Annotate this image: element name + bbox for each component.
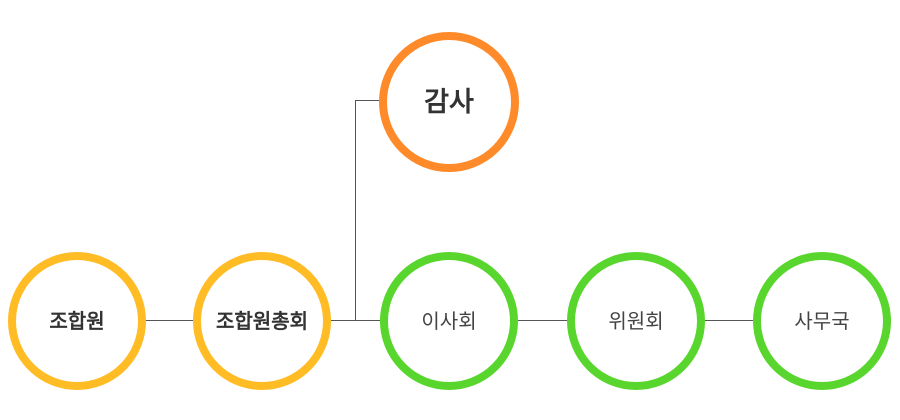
members-label: 조합원 [49, 309, 105, 333]
connector-board-committee [518, 320, 567, 321]
secretariat-node: 사무국 [753, 252, 891, 390]
committee-label: 위원회 [608, 309, 664, 333]
connector-assembly-board [331, 320, 380, 321]
board-node: 이사회 [380, 252, 518, 390]
connector-audit-branch [355, 100, 379, 101]
general-assembly-node: 조합원총회 [193, 252, 331, 390]
audit-label: 감사 [424, 86, 474, 118]
connector-committee-secretariat [705, 320, 753, 321]
connector-vertical-audit [355, 100, 356, 320]
members-node: 조합원 [8, 252, 146, 390]
connector-members-assembly [146, 320, 193, 321]
audit-node: 감사 [379, 32, 519, 172]
secretariat-label: 사무국 [794, 309, 850, 333]
committee-node: 위원회 [567, 252, 705, 390]
board-label: 이사회 [421, 309, 477, 333]
general-assembly-label: 조합원총회 [216, 309, 308, 333]
